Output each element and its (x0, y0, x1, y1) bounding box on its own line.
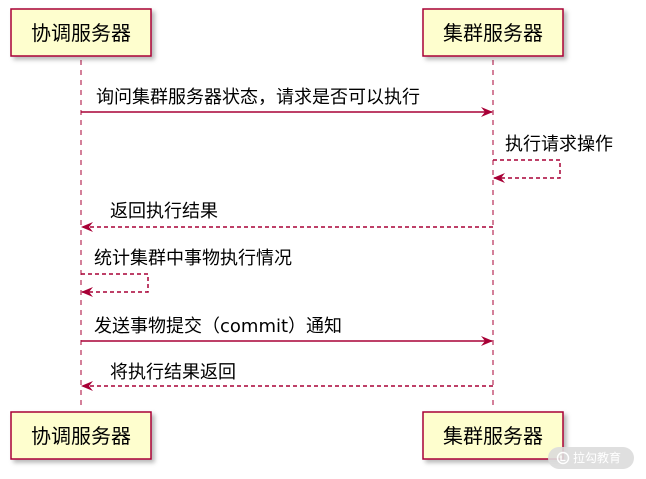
message-4: 统计集群中事物执行情况 (81, 248, 292, 297)
message-1: 询问集群服务器状态，请求是否可以执行 (81, 87, 493, 117)
participant-box (422, 411, 564, 460)
message-label: 询问集群服务器状态，请求是否可以执行 (96, 87, 420, 108)
message-label: 将执行结果返回 (110, 362, 236, 383)
participant-label: 协调服务器 (31, 424, 131, 448)
lagou-logo-icon (556, 451, 570, 465)
message-6: 将执行结果返回 (81, 362, 493, 391)
participant-left-bottom: 协调服务器 (10, 411, 152, 460)
participant-left-top: 协调服务器 (10, 8, 152, 57)
watermark: 拉勾教育 (548, 447, 634, 469)
watermark-text: 拉勾教育 (573, 450, 621, 465)
participant-box (10, 8, 152, 57)
message-label: 执行请求操作 (505, 134, 613, 155)
participant-label: 集群服务器 (443, 424, 543, 448)
message-label: 统计集群中事物执行情况 (94, 248, 292, 269)
message-3: 返回执行结果 (81, 201, 493, 232)
message-label: 返回执行结果 (110, 201, 218, 222)
participant-label: 协调服务器 (31, 21, 131, 45)
message-arrow (493, 159, 561, 183)
participant-box (10, 411, 152, 460)
participant-right-top: 集群服务器 (422, 8, 564, 57)
message-arrow (81, 273, 149, 297)
watermark-background (548, 447, 634, 469)
participant-label: 集群服务器 (443, 21, 543, 45)
message-5: 发送事物提交（commit）通知 (81, 316, 493, 346)
message-label: 发送事物提交（commit）通知 (94, 316, 342, 337)
participant-box (422, 8, 564, 57)
participant-right-bottom: 集群服务器 (422, 411, 564, 460)
message-2: 执行请求操作 (493, 134, 613, 183)
